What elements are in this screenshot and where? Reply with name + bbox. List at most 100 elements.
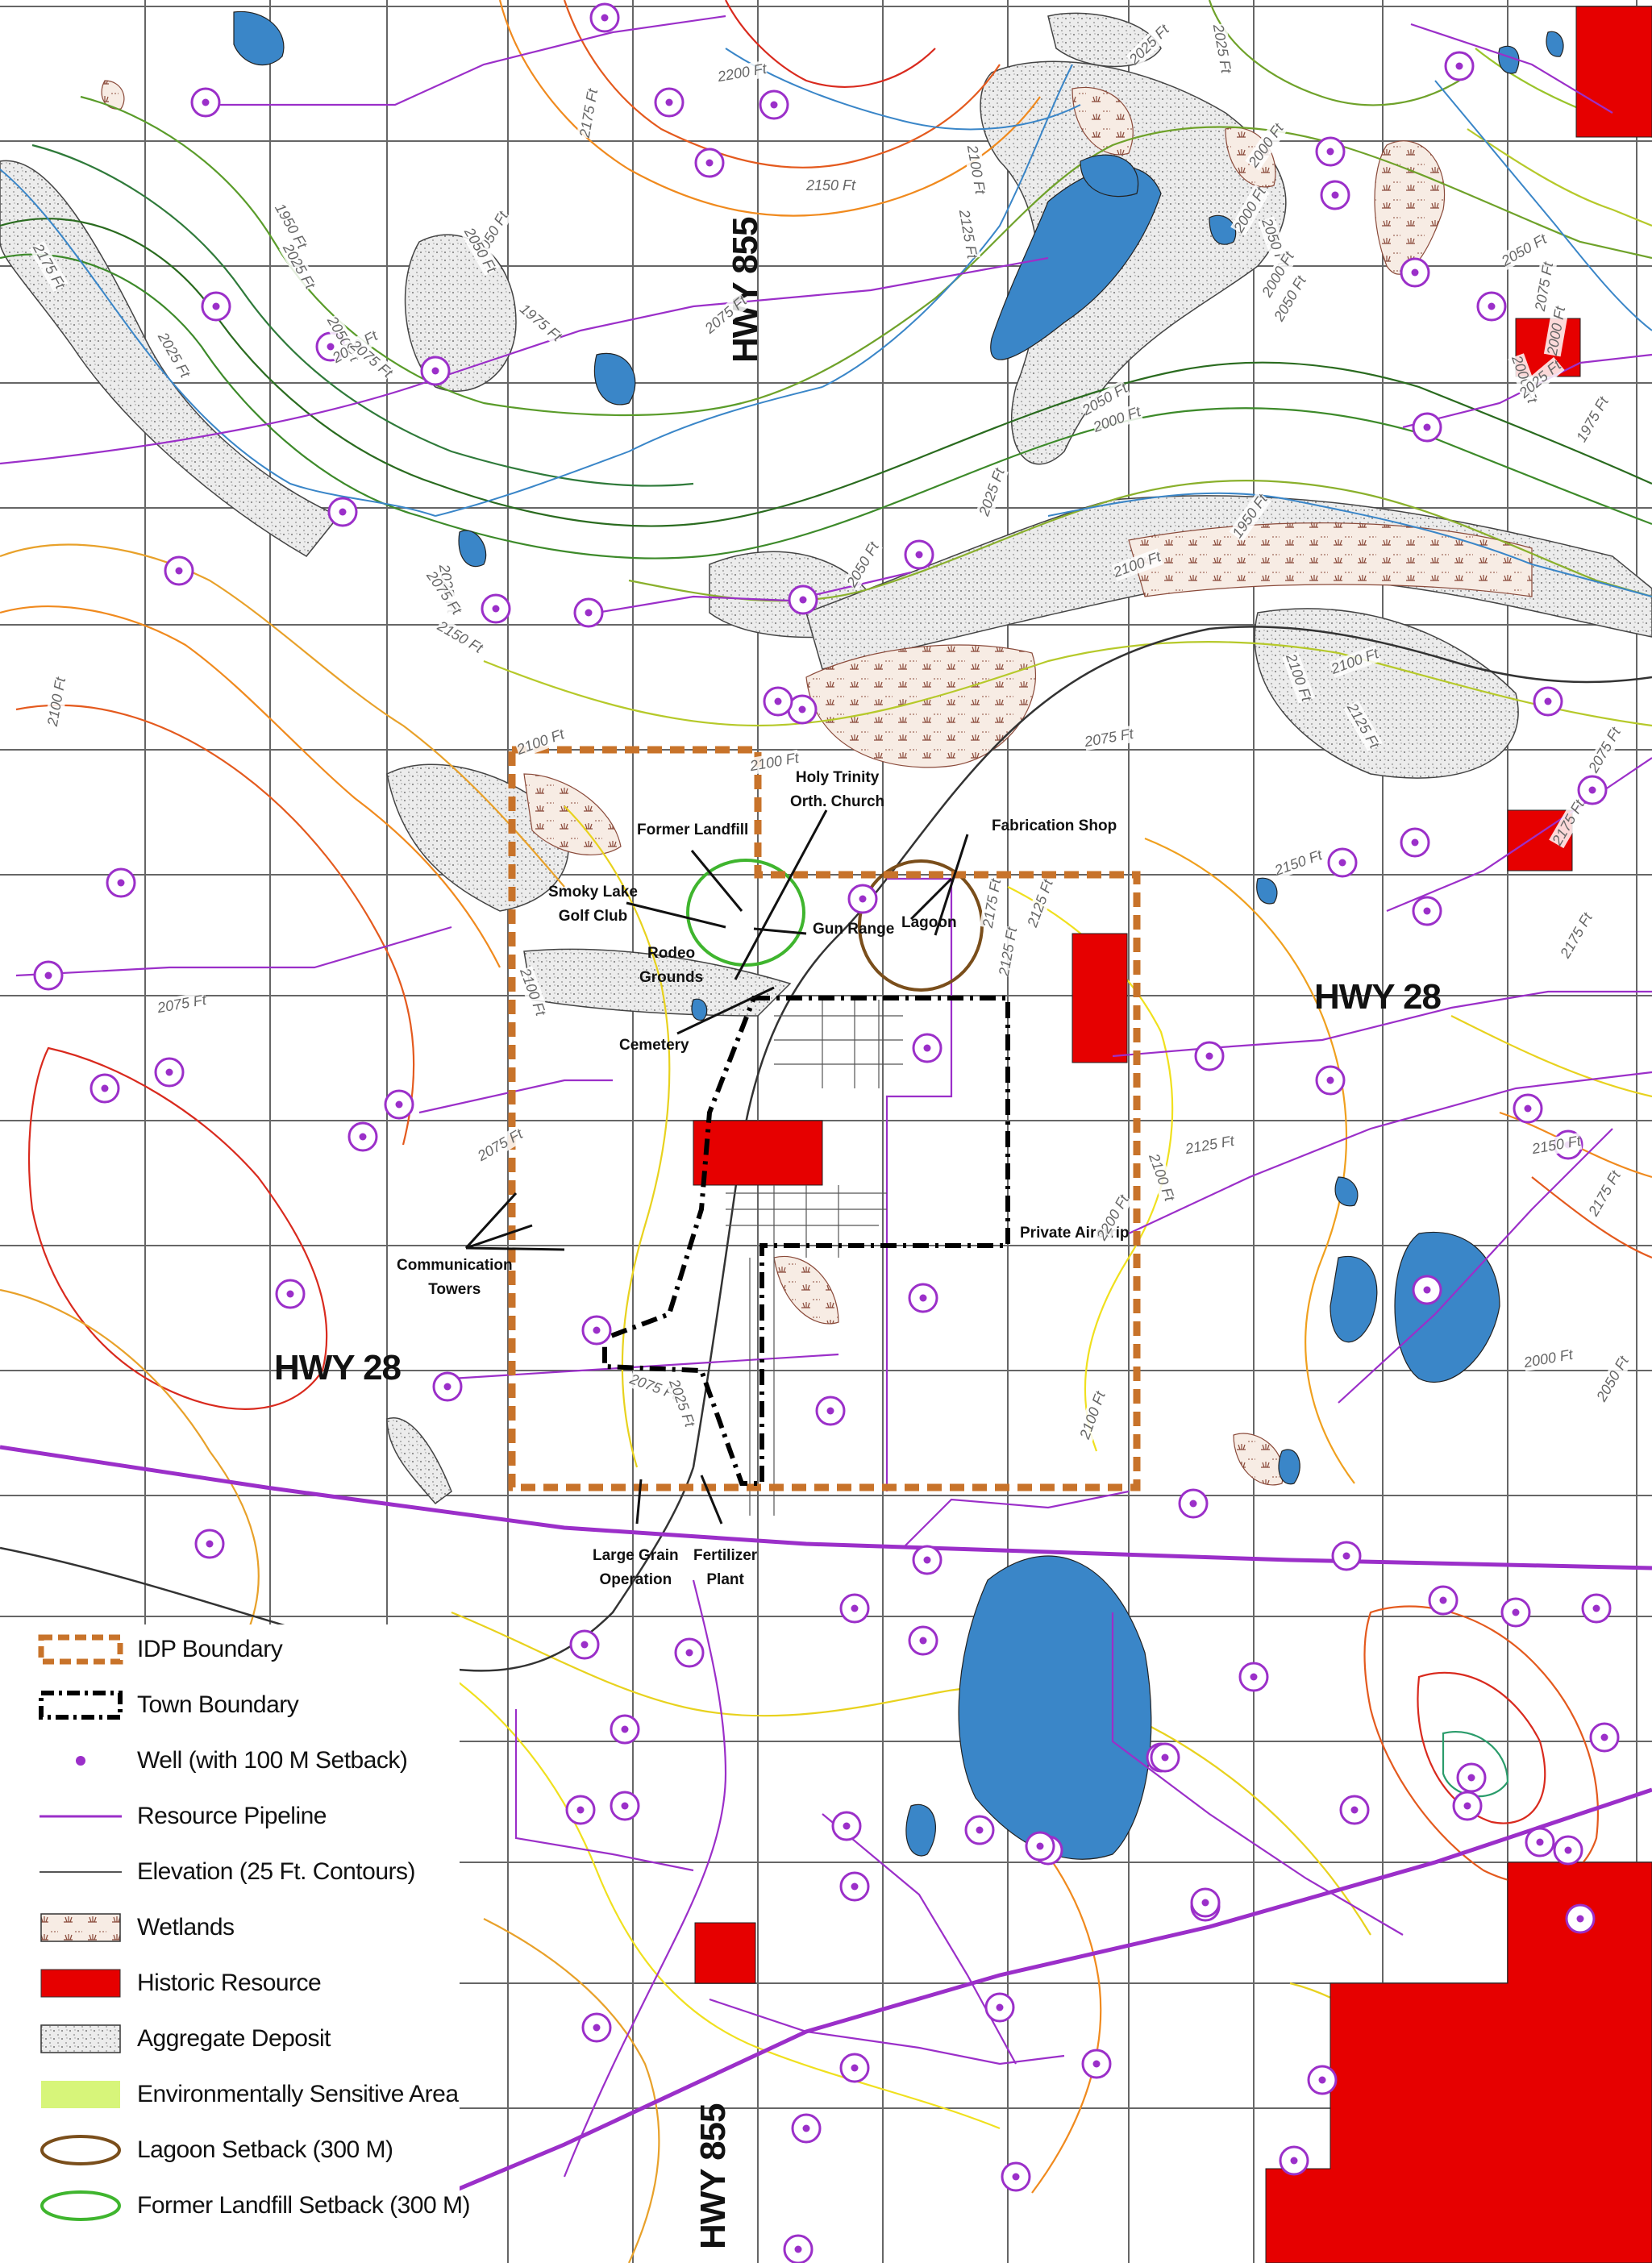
label-cemetery: Cemetery [619, 1037, 689, 1054]
well-dot [202, 98, 210, 106]
label-former-landfill: Former Landfill [637, 822, 749, 838]
well-dot [1588, 786, 1596, 794]
well-dot [339, 508, 347, 516]
well-dot [1342, 1552, 1350, 1560]
well-dot [705, 159, 714, 167]
well-dot [1423, 907, 1431, 915]
well-dot [1290, 2157, 1298, 2165]
well-dot [826, 1407, 834, 1415]
contour-elevation-label: 2150 Ft [806, 177, 856, 194]
well-swatch [76, 1756, 85, 1766]
hwy855-label-north: HWY 855 [726, 217, 765, 364]
legend-label: IDP Boundary [137, 1636, 283, 1662]
town-grid [726, 1000, 903, 1516]
label-fabrication-shop: Fabrication Shop [992, 817, 1117, 834]
legend-town-boundary: Town Boundary [0, 1680, 460, 1730]
well-dot [1036, 1842, 1044, 1850]
legend-label: Lagoon Setback (300 M) [137, 2136, 393, 2163]
well-dot [1012, 2173, 1020, 2181]
legend-label: Aggregate Deposit [137, 2025, 331, 2052]
legend-landfill-setback: Former Landfill Setback (300 M) [0, 2181, 471, 2231]
legend-label: Former Landfill Setback (300 M) [137, 2192, 471, 2219]
well-dot [593, 2024, 601, 2032]
well-dot [802, 2124, 810, 2132]
well-dot [919, 1637, 927, 1645]
well-dot [1318, 2076, 1326, 2084]
legend-well: Well (with 100 M Setback) [0, 1736, 460, 1786]
well-dot [621, 1725, 629, 1733]
well-dot [843, 1822, 851, 1830]
legend-elevation: Elevation (25 Ft. Contours) [0, 1847, 460, 1897]
well-dot [1350, 1806, 1359, 1814]
well-dot [1463, 1802, 1471, 1810]
wells-layer [33, 2, 1620, 2263]
well-dot [1201, 1899, 1209, 1907]
well-dot [923, 1044, 931, 1052]
well-dot [431, 367, 439, 375]
legend-lagoon-setback: Lagoon Setback (300 M) [0, 2125, 460, 2175]
aggregate-swatch [40, 2024, 121, 2053]
well-dot [206, 1540, 214, 1548]
well-dot [327, 343, 335, 351]
well-dot [1331, 191, 1339, 199]
legend-wetlands: Wetlands [0, 1903, 460, 1953]
well-dot [1576, 1915, 1584, 1923]
well-dot [915, 551, 923, 559]
well-dot [44, 971, 52, 980]
well-dot [1338, 859, 1346, 867]
town-boundary-swatch [39, 1691, 123, 1720]
well-dot [1524, 1104, 1532, 1113]
env-sensitive-swatch [41, 2081, 120, 2108]
well-dot [1488, 302, 1496, 310]
well-dot [1423, 423, 1431, 431]
well-dot [395, 1100, 403, 1109]
legend-label: Elevation (25 Ft. Contours) [137, 1858, 416, 1885]
wetland-swatch [40, 1913, 121, 1942]
well-dot [1326, 1076, 1334, 1084]
well-dot [1455, 62, 1463, 70]
well-dot [286, 1290, 294, 1298]
well-dot [117, 879, 125, 887]
well-dot [1467, 1774, 1475, 1782]
well-dot [1512, 1608, 1520, 1616]
well-dot [175, 567, 183, 575]
well-dot [919, 1294, 927, 1302]
well-dot [165, 1068, 173, 1076]
well-dot [585, 609, 593, 617]
well-dot [770, 101, 778, 109]
well-dot [576, 1806, 585, 1814]
pipeline-swatch [40, 1815, 122, 1818]
wetlands [101, 80, 1533, 1486]
label-lagoon: Lagoon [901, 914, 957, 931]
label-gun-range: Gun Range [813, 921, 895, 938]
streams [0, 48, 1652, 597]
well-dot [1250, 1673, 1258, 1681]
hwy855-label-south: HWY 855 [693, 2103, 733, 2250]
well-dot [1600, 1733, 1608, 1741]
well-dot [1411, 268, 1419, 277]
well-dot [774, 697, 782, 705]
well-dot [621, 1802, 629, 1810]
lagoon-setback-swatch [40, 2135, 121, 2165]
map-legend: IDP Boundary Town Boundary Well (with 10… [0, 1624, 471, 2263]
legend-aggregate: Aggregate Deposit [0, 2014, 460, 2064]
well-dot [1423, 1286, 1431, 1294]
well-dot [851, 2064, 859, 2072]
well-dot [685, 1649, 693, 1657]
well-dot [593, 1326, 601, 1334]
legend-env-sensitive: Environmentally Sensitive Area [0, 2070, 460, 2119]
well-dot [851, 1882, 859, 1891]
trunk-pipelines [0, 1445, 1652, 2263]
well-dot [798, 705, 806, 713]
hwy28-label-east: HWY 28 [1314, 977, 1442, 1017]
well-dot [601, 14, 609, 22]
legend-label: Well (with 100 M Setback) [137, 1747, 408, 1774]
legend-resource-pipeline: Resource Pipeline [0, 1791, 460, 1841]
well-dot [1536, 1838, 1544, 1846]
well-dot [851, 1604, 859, 1612]
legend-idp-boundary: IDP Boundary [0, 1624, 460, 1674]
